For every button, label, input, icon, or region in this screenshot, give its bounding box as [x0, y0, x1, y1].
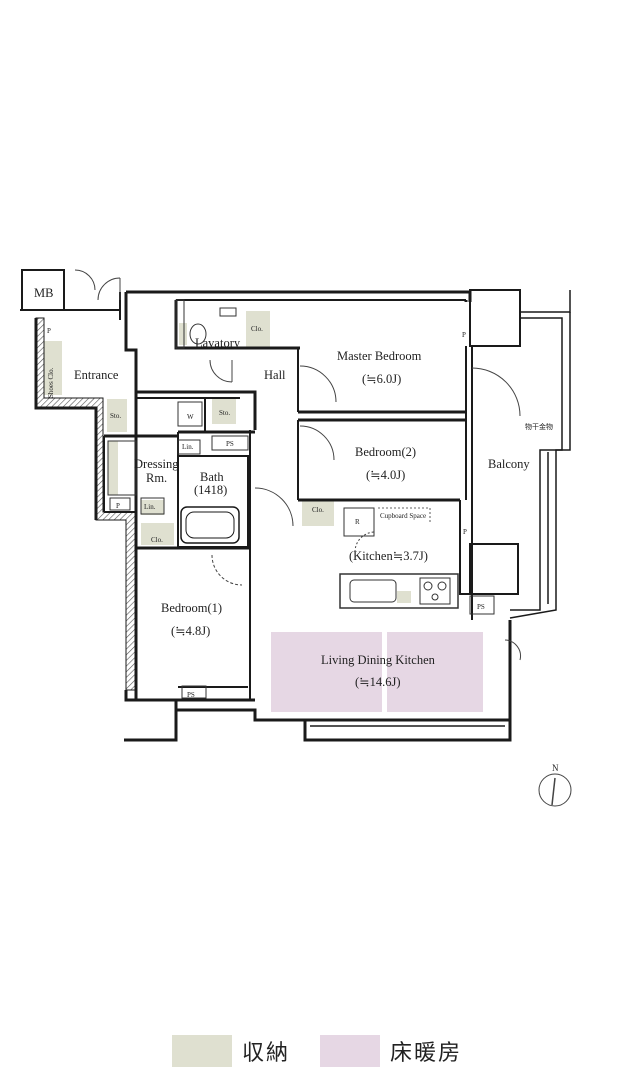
label-ps-3: PS — [477, 603, 485, 611]
label-lin-1: Lin. — [182, 443, 194, 451]
doors — [74, 269, 521, 661]
legend-storage-label: 収納 — [242, 1041, 291, 1066]
label-bedroom1-size: (≒4.8J) — [171, 624, 210, 638]
legend: 収納 床暖房 — [0, 1034, 627, 1070]
label-kitchen: (Kitchen≒3.7J) — [349, 549, 428, 563]
label-hall: Hall — [264, 368, 286, 382]
label-clo-3: Clo. — [151, 536, 163, 544]
label-sto-1: Sto. — [110, 412, 121, 420]
storage-areas — [42, 311, 411, 603]
label-bath-size: (1418) — [194, 483, 227, 497]
floor-heating-area — [271, 632, 483, 712]
label-shoes-clo: Shoes Clo. — [47, 367, 55, 398]
legend-floor-heating-swatch — [320, 1035, 380, 1067]
label-bedroom2: Bedroom(2) — [355, 445, 416, 459]
label-p-1: P — [47, 327, 51, 335]
label-bedroom2-size: (≒4.0J) — [366, 468, 405, 482]
label-balcony: Balcony — [488, 457, 530, 471]
legend-storage-swatch — [172, 1035, 232, 1067]
legend-floor-heating-label: 床暖房 — [390, 1041, 463, 1066]
legend-floor-heating: 床暖房 — [320, 1034, 462, 1068]
fixtures — [107, 299, 495, 699]
label-lavatory: Lavatory — [195, 336, 241, 350]
labels: MB Entrance Shoes Clo. Lavatory Hall Mas… — [34, 286, 559, 773]
label-lin-2: Lin. — [144, 503, 156, 511]
label-p-4: P — [463, 528, 467, 536]
label-entrance: Entrance — [74, 368, 119, 382]
label-dressing: Dressing — [134, 457, 179, 471]
label-master-bedroom-size: (≒6.0J) — [362, 372, 401, 386]
label-clo-2: Clo. — [312, 506, 324, 514]
compass-label: N — [552, 763, 559, 773]
label-mb: MB — [34, 286, 53, 300]
label-r: R — [355, 518, 360, 526]
kitchen-counter — [339, 507, 459, 609]
label-cupboard-space: Cupboard Space — [380, 512, 426, 520]
label-ps-1: PS — [226, 440, 234, 448]
label-sto-2: Sto. — [219, 409, 230, 417]
label-clo-1: Clo. — [251, 325, 263, 333]
label-p-3: P — [462, 331, 466, 339]
compass — [538, 773, 572, 807]
label-p-2: P — [116, 502, 120, 510]
label-w: W — [187, 413, 194, 421]
label-laundry-fitting: 物干金物 — [525, 422, 553, 431]
legend-storage: 収納 — [172, 1034, 290, 1068]
label-bath: Bath — [200, 470, 224, 484]
label-master-bedroom: Master Bedroom — [337, 349, 422, 363]
label-bedroom1: Bedroom(1) — [161, 601, 222, 615]
label-ldk-size: (≒14.6J) — [355, 675, 401, 689]
label-ps-2: PS — [187, 691, 195, 699]
label-dressing-rm: Rm. — [146, 471, 167, 485]
label-ldk: Living Dining Kitchen — [321, 653, 436, 667]
